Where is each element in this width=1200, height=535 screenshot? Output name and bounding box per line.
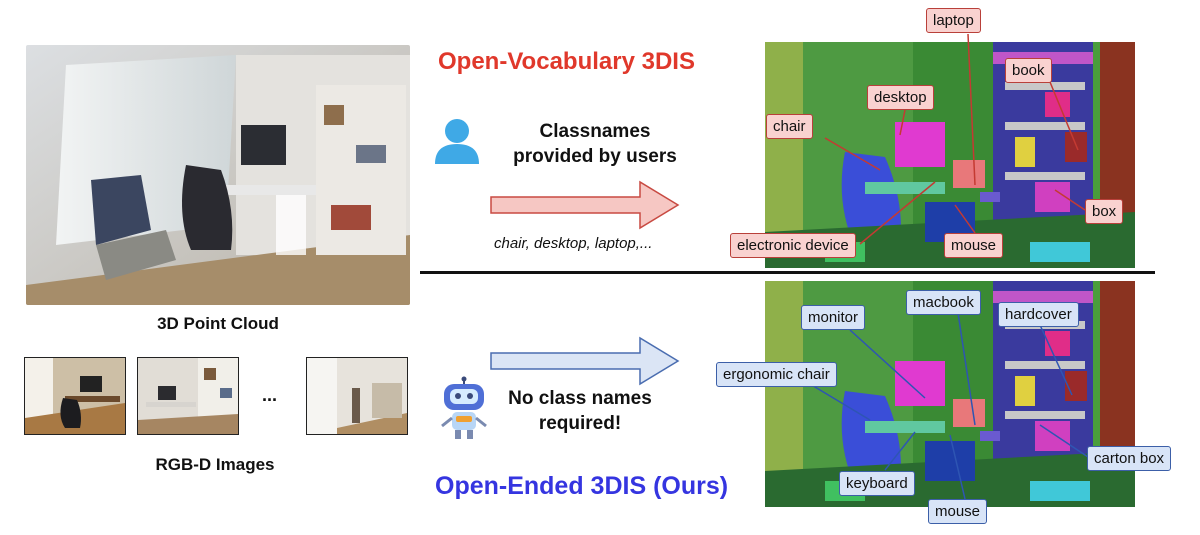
- point-cloud-image: [26, 45, 410, 305]
- no-classnames-text: No class names required!: [490, 386, 670, 436]
- label-monitor: monitor: [801, 305, 866, 330]
- rgbd-thumbnail-3: [306, 357, 408, 435]
- rgbd-thumbnail-1: [24, 357, 126, 435]
- label-macbook: macbook: [906, 290, 981, 315]
- class-list-text: chair, desktop, laptop,...: [494, 235, 653, 252]
- robot-icon: [438, 376, 490, 445]
- classnames-line-1: Classnames: [539, 121, 651, 142]
- label-carton-box: carton box: [1087, 446, 1172, 471]
- label-box: box: [1085, 199, 1124, 224]
- label-laptop: laptop: [926, 8, 981, 33]
- point-cloud-caption: 3D Point Cloud: [157, 314, 279, 333]
- no-classnames-line-2: required!: [538, 413, 622, 434]
- label-chair: chair: [766, 114, 813, 139]
- section-divider: [420, 271, 1155, 274]
- arrow-right-icon: [490, 336, 680, 391]
- open-ended-title: Open-Ended 3DIS (Ours): [435, 472, 729, 500]
- label-mouse-bottom: mouse: [928, 499, 988, 524]
- user-icon: [433, 118, 481, 169]
- label-electronic-device: electronic device: [730, 233, 856, 258]
- label-hardcover: hardcover: [998, 302, 1079, 327]
- no-classnames-line-1: No class names: [508, 388, 652, 409]
- open-vocabulary-title: Open-Vocabulary 3DIS: [438, 48, 695, 75]
- arrow-right-icon: [490, 180, 680, 235]
- label-keyboard: keyboard: [839, 471, 915, 496]
- label-desktop: desktop: [867, 85, 934, 110]
- label-ergonomic-chair: ergonomic chair: [716, 362, 837, 387]
- label-book: book: [1005, 58, 1052, 83]
- label-mouse-top: mouse: [944, 233, 1004, 258]
- rgbd-caption: RGB-D Images: [155, 455, 275, 474]
- classnames-line-2: provided by users: [513, 146, 677, 167]
- classnames-text: Classnames provided by users: [490, 119, 700, 169]
- rgbd-thumbnail-2: [137, 357, 239, 435]
- more-images-ellipsis: ...: [262, 385, 278, 405]
